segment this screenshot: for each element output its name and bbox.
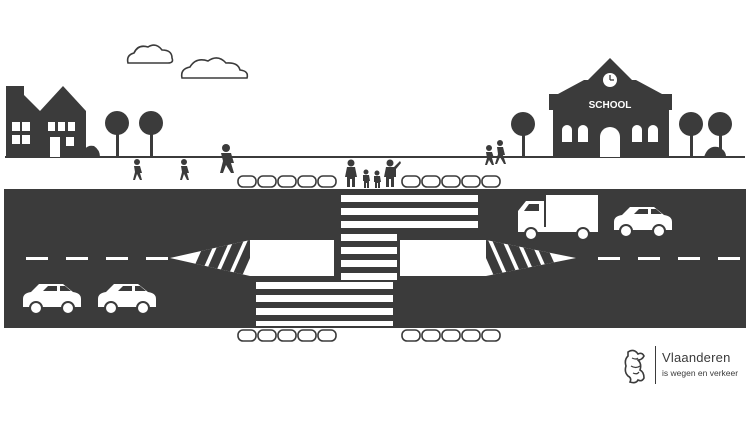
zebra-crossing-lower [256,282,393,326]
pedestrians [133,140,506,188]
bollards-top [237,175,501,188]
trees-right [511,112,732,157]
truck-icon [518,195,598,241]
houses [6,86,86,157]
vlaanderen-logo: Vlaanderen is wegen en verkeer [622,344,742,390]
lane-markings [26,257,740,260]
car-icon-left-2 [98,284,156,315]
cloud-right [180,57,249,79]
logo-name: Vlaanderen [662,350,731,365]
logo-tagline: is wegen en verkeer [662,368,739,378]
trees-left [82,111,163,157]
school-building [549,58,672,157]
cloud-left [126,44,174,64]
school-sign: SCHOOL [589,100,632,111]
zebra-crossing-upper [341,195,478,280]
flemish-lion-icon [624,349,645,384]
car-icon-left-1 [23,284,81,315]
car-icon-right [614,207,672,238]
traffic-island-left [170,240,334,276]
logo-divider [655,346,656,384]
bollards-bottom [237,329,501,342]
